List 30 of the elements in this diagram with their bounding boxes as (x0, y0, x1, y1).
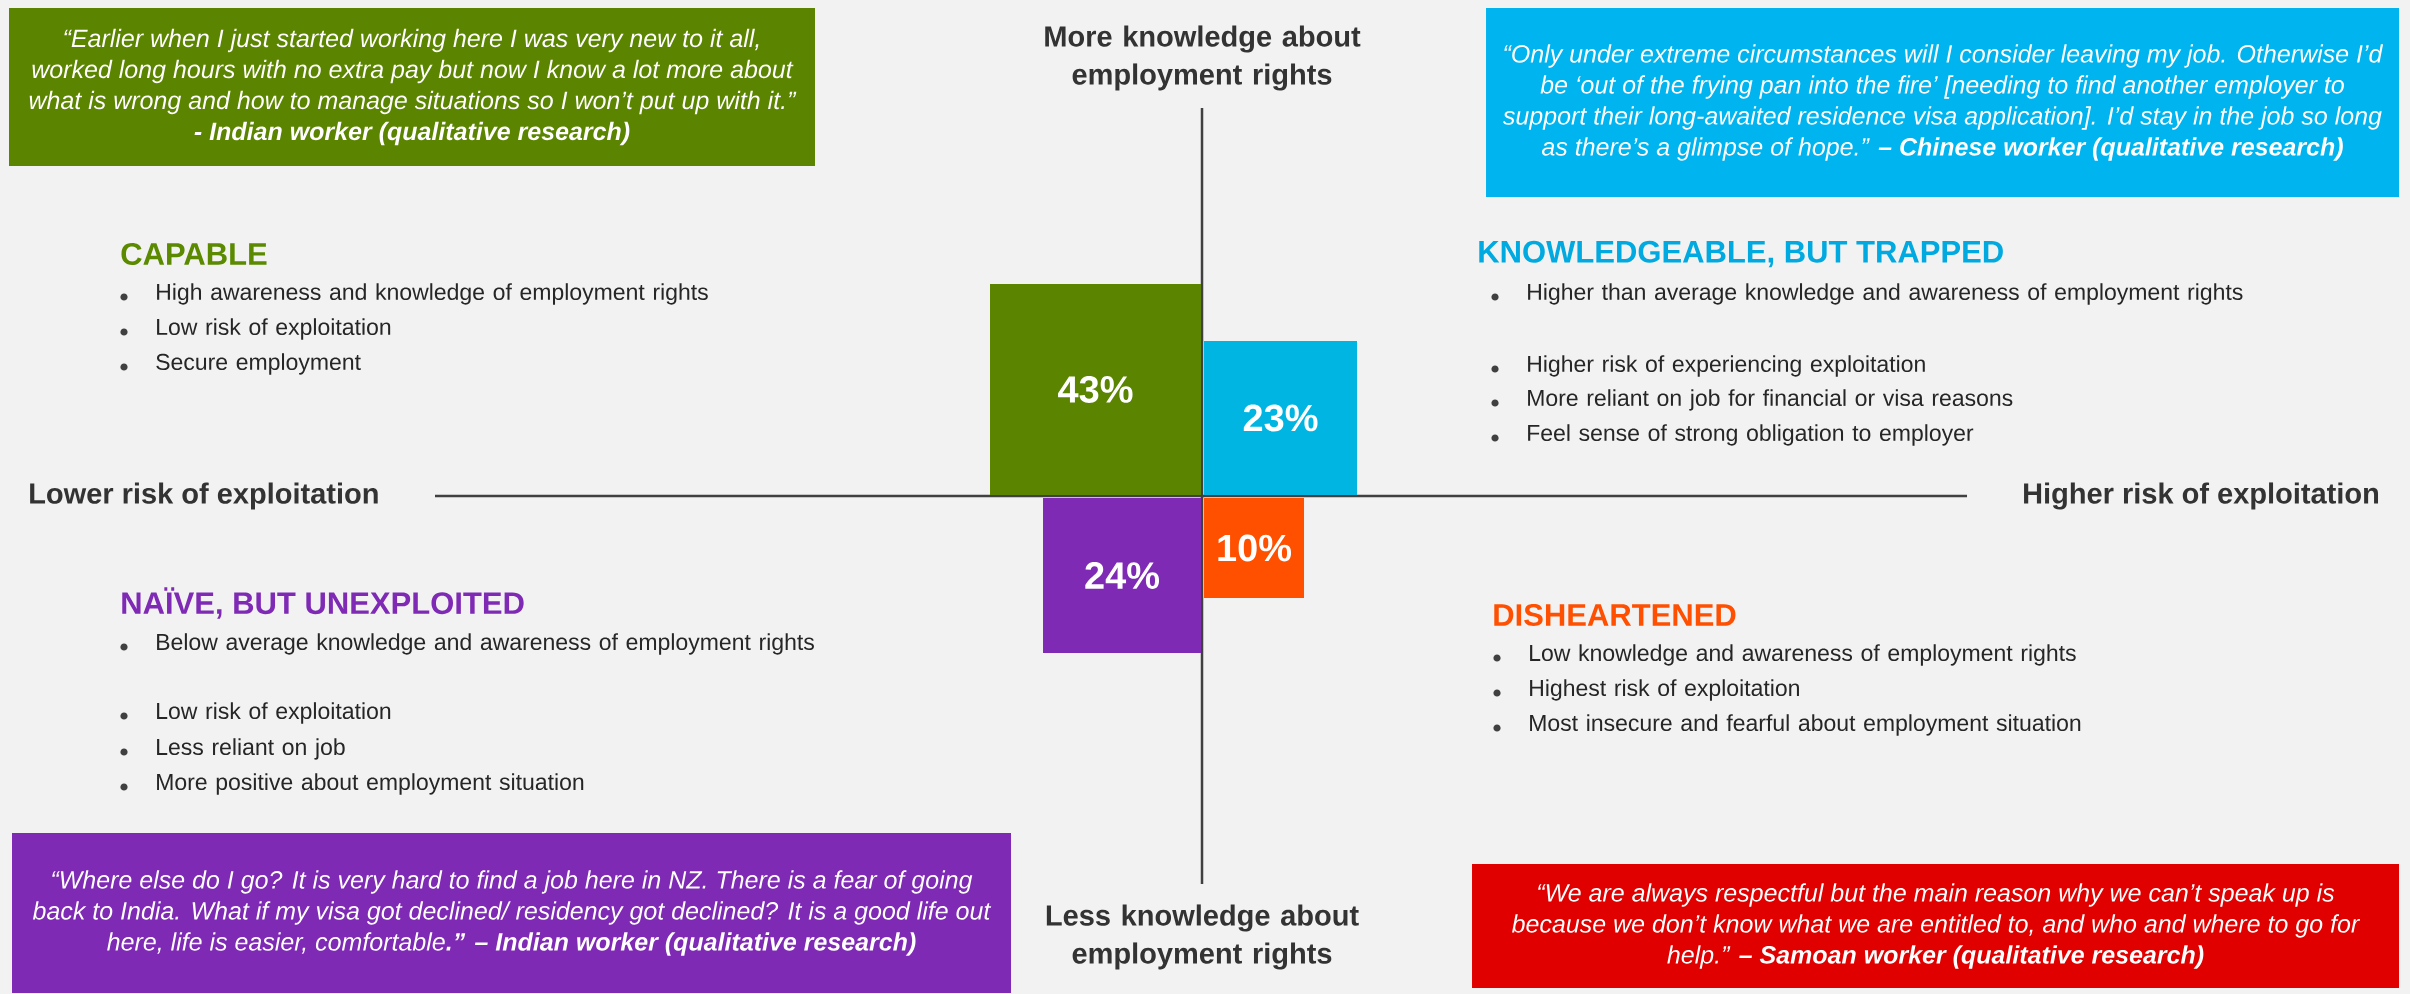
axis-label: Less knowledge about employment rights (1046, 904, 1359, 970)
bullet-item: Feel sense of strong obligation to employer (1491, 424, 1974, 446)
quadrant-heading: CAPABLE (121, 243, 267, 265)
percentage-bar: 23% (1204, 341, 1357, 495)
bullet-item: Low risk of exploitation (120, 318, 391, 340)
bullet-item: High awareness and knowledge of employment rights (120, 283, 708, 305)
percentage-bar: 43% (990, 284, 1201, 495)
quadrant-heading: NAÏVE, BUT UNEXPLOITED (122, 587, 524, 619)
bullet-item: Secure employment (120, 353, 361, 375)
percentage-bar: 24% (1043, 498, 1201, 653)
bullet-item: Highest risk of exploitation (1493, 679, 1799, 701)
quote-box: “Earlier when I just started working here I was very new to it all, worked long hours with no extra pay but now I know a lot more about what is wrong and how to manage situations so I won’t put up with it.” - Indian worker (qualitative research) (9, 8, 815, 166)
bullet-item: Most insecure and fearful about employment situation (1493, 714, 2081, 736)
bullet-item: Higher risk of experiencing exploitation (1491, 355, 1925, 377)
axis-label: Higher risk of exploitation (2024, 482, 2378, 510)
axis-label: More knowledge about employment rights (1045, 25, 1361, 91)
bullet-item: Less reliant on job (120, 738, 345, 760)
bullet-item: Below average knowledge and awareness of employment rights (120, 633, 814, 655)
bullet-item: Low risk of exploitation (120, 702, 391, 724)
axis-label: Lower risk of exploitation (30, 482, 378, 510)
percentage-bar: 10% (1204, 498, 1304, 598)
bullet-item: More positive about employment situation (120, 773, 584, 795)
quote-box: “Only under extreme circumstances will I consider leaving my job. Otherwise I’d be ‘out of the frying pan into the fire’ [needing to find another employer to support their long-awaited residence visa application]. I’d stay in the job so long as there’s a glimpse of hope.” – Chinese worker (qualitative research) (1486, 8, 2399, 197)
bullet-item: More reliant on job for financial or visa reasons (1491, 389, 2013, 411)
quote-box: “Where else do I go? It is very hard to find a job here in NZ. There is a fear of going back to India. What if my visa got declined/ residency got declined? It is a good life out here, life is easier, comfortable.” – Indian worker (qualitative research) (12, 833, 1011, 993)
quote-box: “We are always respectful but the main reason why we can’t speak up is because we don’t know what we are entitled to, and who and where to go for help.” – Samoan worker (qualitative research) (1472, 864, 2399, 988)
quadrant-heading: KNOWLEDGEABLE, BUT TRAPPED (1479, 240, 2003, 268)
bullet-item: Low knowledge and awareness of employment rights (1493, 644, 2076, 666)
quadrant-heading: DISHEARTENED (1494, 604, 1736, 626)
bullet-item: Higher than average knowledge and awareness of employment rights (1491, 283, 2243, 305)
